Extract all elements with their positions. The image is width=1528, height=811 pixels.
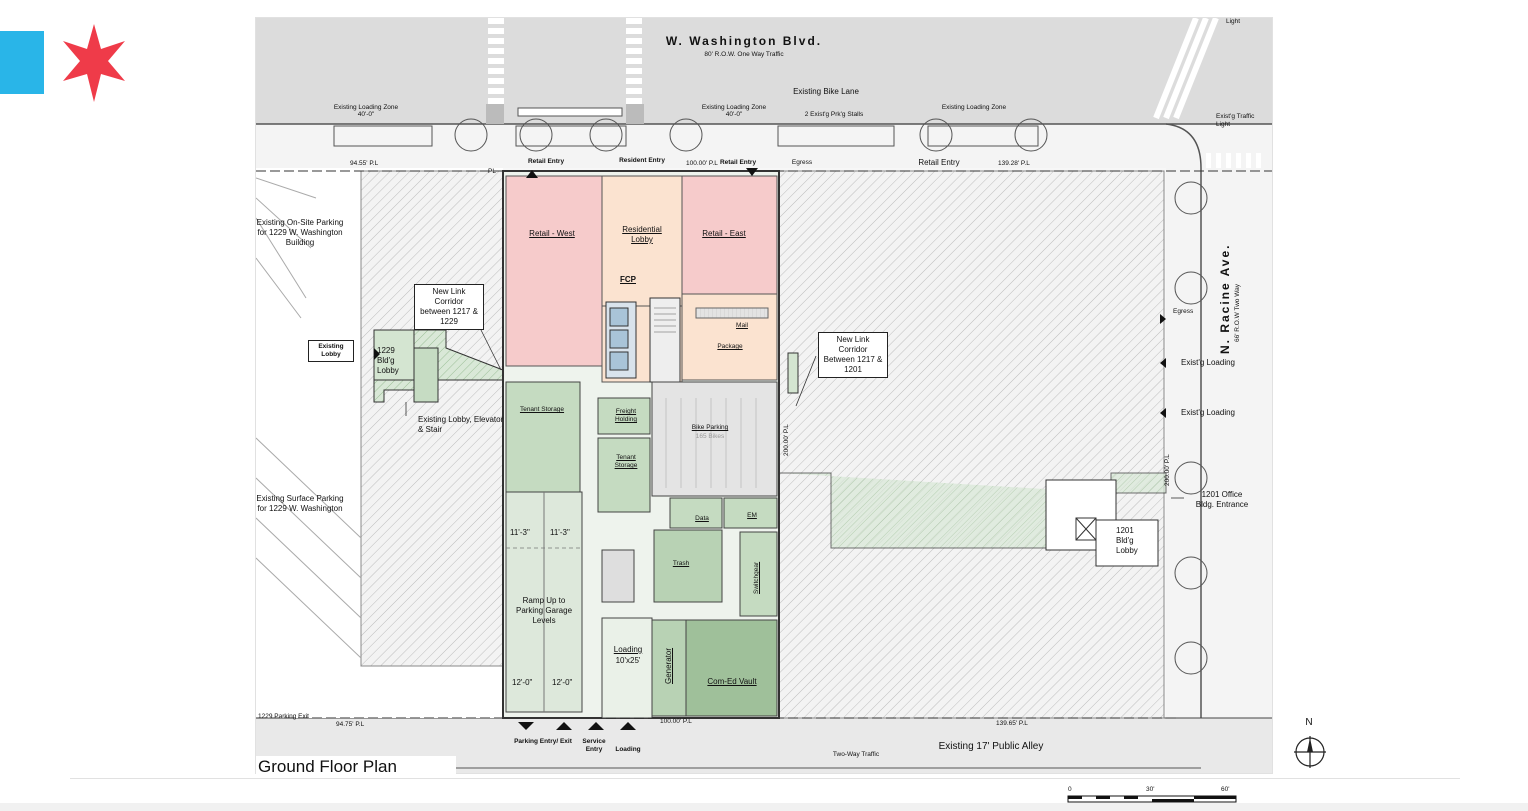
label-link-east: New Link Corridor Between 1217 & 1201 [818,332,888,378]
bottom-bar [0,803,1528,811]
bike-lane-label: Existing Bike Lane [793,87,859,96]
flag-stripe [0,31,44,94]
loading-zone-1-dim: 40'-0" [357,111,375,118]
loading-zone-2-dim: 40'-0" [725,111,743,118]
scale-tick-30: 30' [1146,786,1155,793]
room-mail: Mail [736,322,748,329]
dim-ramp-1: 11'-3" [510,528,530,537]
six-point-star-icon [63,24,125,102]
parking-stalls-label: 2 Exist'g Prk'g Stalls [804,111,864,118]
room-data: Data [695,515,709,522]
light-label: Light [1226,18,1241,25]
label-1229-lobby: 1229 Bld'g Lobby [377,346,399,375]
street-row-racine: 66' R.O.W Two Way [1234,284,1241,342]
dim-entry-1: 12'-0" [512,678,533,687]
street-row-washington: 80' R.O.W. One Way Traffic [704,51,784,58]
scale-tick-60: 60' [1221,786,1230,793]
north-arrow: N [1292,717,1332,772]
room-bike-parking: Bike Parking [691,424,729,431]
alley-traffic: Two-Way Traffic [832,751,880,758]
loading-zone-3: Existing Loading Zone [941,104,1007,111]
title-bar [256,756,456,776]
loading-east-2: Exist'g Loading [1181,408,1236,417]
pl-west-north: 94.55' P.L [350,160,379,167]
scale-graphic [1067,795,1237,803]
traffic-light-label: Exist'g Traffic Light [1216,113,1255,128]
loading-east-1: Exist'g Loading [1181,358,1236,367]
site-plan: W. Washington Blvd. 80' R.O.W. One Way T… [255,17,1273,774]
scale-tick-0: 0 [1068,786,1072,793]
retail-entry-1: Retail Entry [527,158,565,165]
service-entry: Service Entry [582,738,606,753]
room-ramp: Ramp Up to Parking Garage Levels [515,596,573,625]
egress-east: Egress [1173,308,1194,315]
room-tenant-storage-1: Tenant Storage [519,406,565,413]
loading-zone-2: Existing Loading Zone [701,104,767,111]
scale-bar: 0 30' 60' [1066,786,1238,806]
bike-count: 165 Bikes [695,433,725,440]
room-em: EM [747,512,757,519]
pl-center-south: 100.00' P.L [660,718,692,725]
loading-dim: 10'x25' [615,656,641,665]
label-1201-lobby: 1201 Bld'g Lobby [1116,526,1138,555]
page-title: Ground Floor Plan [258,757,397,776]
north-label: N [1305,717,1313,728]
retail-entry-2: Retail Entry [719,159,757,166]
pl-west-south: 94.75' P.L [336,721,365,728]
room-generator: Generator [664,647,673,684]
pl-east-north: 139.28' P.L [998,160,1030,167]
room-trash: Trash [672,560,690,567]
label-surface-parking: Existing Surface Parking for 1229 W. Was… [256,494,344,513]
parking-entry-exit: Parking Entry/ Exit [514,738,572,745]
room-residential-lobby: Residential Lobby [622,225,662,244]
pl-east-side: 200.00' P.L [1164,454,1171,486]
label-onsite-parking: Existing On-Site Parking for 1229 W. Was… [256,218,344,247]
loading-entry: Loading [615,746,641,753]
room-switchgear: Switchgear [753,561,760,594]
label-lobby-elev-stair: Existing Lobby, Elevator & Stair [418,415,504,434]
street-name-racine: N. Racine Ave. [1218,243,1232,354]
label-office-entrance: 1201 Office Bldg. Entrance [1195,490,1249,509]
dim-entry-2: 12'-0" [552,678,573,687]
plan-drawing [256,18,1272,773]
retail-entry-3: Retail Entry [918,158,960,167]
room-freight-holding: Freight Holding [614,408,638,423]
loading-zone-1: Existing Loading Zone [333,104,399,111]
alley-name: Existing 17' Public Alley [938,741,1044,752]
pl-east-south: 139.65' P.L [996,720,1028,727]
label-existing-lobby: Existing Lobby [308,340,354,362]
room-package: Package [717,343,743,350]
divider [70,778,1460,779]
room-comed-vault: Com-Ed Vault [707,677,757,686]
room-retail-west: Retail - West [529,229,575,238]
resident-entry: Resident Entry [619,157,665,164]
egress-north: Egress [791,159,813,166]
pl-center-east: 200.00' P.L [783,424,790,456]
pl-center-north: 100.00' P.L [686,160,718,167]
label-link-west: New Link Corridor between 1217 & 1229 [414,284,484,330]
room-retail-east: Retail - East [702,229,746,238]
compass-icon [1294,736,1326,768]
street-name-washington: W. Washington Blvd. [665,34,823,48]
parking-exit-1229: 1229 Parking Exit [258,713,309,720]
dim-ramp-2: 11'-3" [550,528,570,537]
room-tenant-storage-2: Tenant Storage [614,454,638,469]
room-loading: Loading [613,645,643,654]
pl-marker-north: PL [488,168,496,175]
room-fcp: FCP [620,275,636,284]
